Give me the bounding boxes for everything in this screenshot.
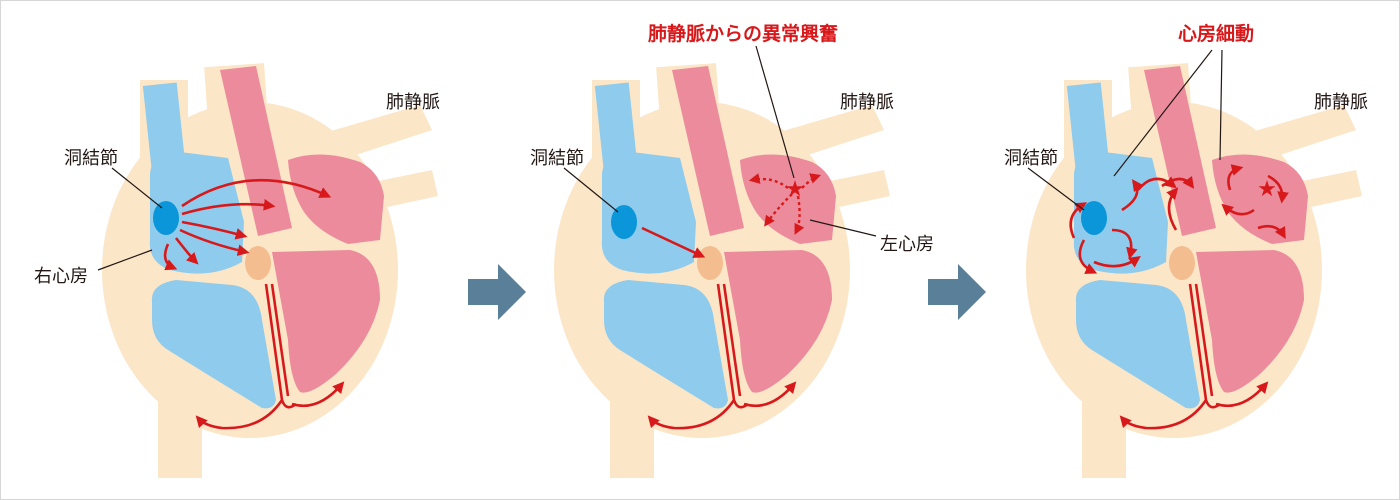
label-pulmonary-veins: 肺静脈 [1314,92,1368,113]
step-arrow-2 [928,264,986,320]
sa-node-leader [111,167,163,209]
right-atrium-leader [97,249,153,271]
sa-node-leader [1027,167,1085,211]
callout-atrial-fibrillation: 心房細動 [1178,22,1254,45]
ectopic-star-icon: ★ [1257,177,1277,202]
sa-node [611,205,637,239]
label-pulmonary-veins: 肺静脈 [840,92,894,113]
callout-leader-left-atrium [1219,49,1223,161]
ectopic-dotted-arrows [748,173,822,235]
sa-node [1081,201,1107,235]
panel-3-atrial-fibrillation: ★ 洞結節 肺静脈 心房細動 [1004,22,1368,478]
label-sa-node: 洞結節 [1004,148,1058,169]
sa-node [153,201,179,235]
callout-leader [755,45,795,179]
chaotic-impulse-arrows [1069,164,1289,274]
ectopic-star-icon: ★ [785,177,805,202]
impulse-arrow [641,226,706,258]
heart-illustration [1026,63,1362,478]
label-left-atrium: 左心房 [880,234,934,255]
label-pulmonary-veins: 肺静脈 [386,92,440,113]
heart-illustration [102,63,438,478]
impulse-arrows [163,178,332,271]
panel-1-normal-sinus-rhythm: 洞結節 右心房 肺静脈 [34,63,440,478]
callout-ectopic-excitation: 肺静脈からの異常興奮 [648,22,838,45]
panel-2-ectopic-focus: ★ 洞結節 肺静脈 左心房 肺静脈からの異常興奮 [530,22,934,478]
heart-illustration [554,63,890,478]
step-arrow-1 [468,264,526,320]
left-atrium-leader [809,219,877,237]
sa-node-leader [563,167,619,213]
label-sa-node: 洞結節 [530,148,584,169]
label-sa-node: 洞結節 [64,148,118,169]
label-right-atrium: 右心房 [34,266,88,287]
callout-leader-right-atrium [1113,49,1213,177]
